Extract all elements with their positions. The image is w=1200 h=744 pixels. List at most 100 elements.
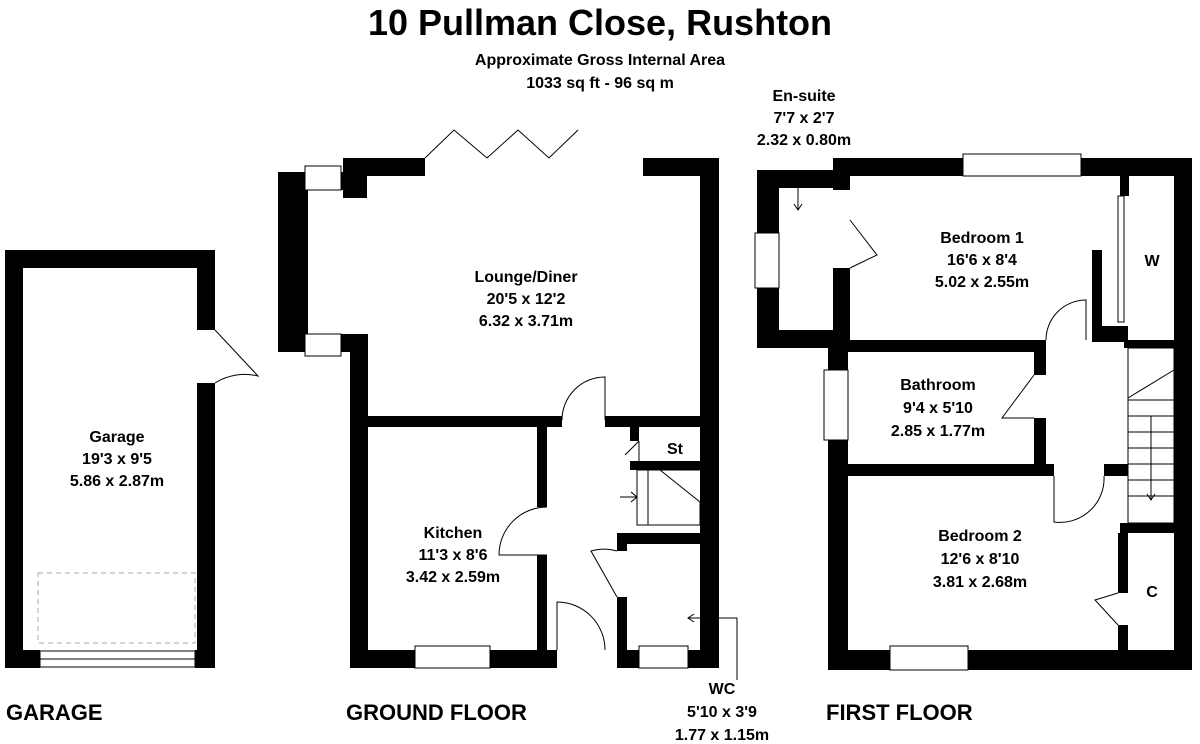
bathroom-wall-right-lower: [1034, 418, 1046, 476]
bedroom2-name: Bedroom 2: [938, 528, 1022, 545]
bedroom2-wall-bottom-left: [828, 650, 890, 670]
bay-window-bottom: [304, 333, 342, 357]
cupboard-wall-left-upper: [1118, 533, 1128, 593]
bifold-doors: [424, 129, 579, 159]
kitchen-wall-bottom-right: [490, 650, 557, 668]
lounge-metric: 6.32 x 3.71m: [479, 313, 573, 330]
ground-stairs: [636, 469, 702, 526]
area-caption: Approximate Gross Internal Area: [475, 52, 725, 69]
bedroom2-wall-bottom-right: [968, 650, 1192, 670]
store-door: [624, 440, 640, 461]
garage-wall-right-lower: [197, 383, 215, 668]
label-ensuite: En-suite 7'7 x 2'7 2.32 x 0.80m: [757, 88, 851, 149]
bedroom1-door: [1045, 299, 1087, 341]
kitchen-hall-wall-lower: [537, 555, 547, 668]
floor-label-garage: GARAGE: [6, 700, 103, 725]
floor-label-first: FIRST FLOOR: [826, 700, 973, 725]
bay-wall-left: [278, 172, 308, 352]
bedroom1-window: [962, 153, 1082, 177]
kitchen-imperial: 11'3 x 8'6: [418, 547, 487, 564]
bedroom1-bathroom-wall: [833, 340, 1046, 352]
wardrobe-label: W: [1144, 253, 1160, 270]
wc-wall-left-lower: [617, 597, 627, 668]
kitchen-door: [498, 506, 548, 556]
bedroom2-door: [1053, 475, 1105, 523]
kitchen-metric: 3.42 x 2.59m: [406, 569, 500, 586]
ground-wall-right: [700, 158, 719, 668]
bedroom2-window: [889, 645, 969, 671]
label-bathroom: Bathroom 9'4 x 5'10 2.85 x 1.77m: [891, 377, 985, 440]
bathroom-wall-right-upper: [1034, 340, 1046, 375]
ensuite-metric: 2.32 x 0.80m: [757, 132, 851, 149]
bathroom-name: Bathroom: [900, 377, 976, 394]
ensuite-door: [849, 219, 878, 269]
bedroom1-wall-top-left: [833, 158, 963, 176]
garage-wall-bottom-right: [195, 650, 215, 668]
ground-wall-left: [350, 334, 368, 668]
cupboard-wall-top: [1120, 523, 1192, 533]
wc-wall-bottom-right: [688, 650, 719, 668]
wardrobe-wall: [1120, 176, 1129, 196]
front-door: [556, 601, 606, 651]
bedroom2-imperial: 12'6 x 8'10: [941, 551, 1020, 568]
lounge-kitchen-wall: [350, 416, 562, 427]
kitchen-hall-wall-upper: [537, 427, 547, 507]
garage-wall-bottom-left: [5, 650, 40, 668]
store-label: St: [667, 441, 684, 458]
cupboard-wall-left-lower: [1118, 625, 1128, 655]
cupboard-label: C: [1146, 584, 1158, 601]
ensuite-name: En-suite: [772, 88, 835, 105]
ground-floor-plan: [278, 129, 738, 680]
bathroom-door: [1001, 374, 1035, 419]
label-bedroom2: Bedroom 2 12'6 x 8'10 3.81 x 2.68m: [933, 528, 1027, 591]
wardrobe-doors: [1117, 195, 1125, 323]
wc-name: WC: [709, 681, 736, 698]
ensuite-wall-right-lower: [833, 268, 850, 348]
wc-metric: 1.77 x 1.15m: [675, 727, 769, 744]
lounge-name: Lounge/Diner: [474, 269, 577, 286]
store-wall-left: [630, 427, 639, 441]
floor-label-ground: GROUND FLOOR: [346, 700, 527, 725]
bay-window-top: [304, 165, 342, 191]
bedroom1-wall-right: [1092, 250, 1102, 342]
garage-wall-left: [5, 250, 23, 668]
label-lounge: Lounge/Diner 20'5 x 12'2 6.32 x 3.71m: [474, 269, 577, 330]
first-floor-plan: [754, 153, 1192, 671]
lounge-hall-wall: [605, 416, 705, 427]
label-kitchen: Kitchen 11'3 x 8'6 3.42 x 2.59m: [406, 525, 500, 586]
wc-wall-top: [617, 533, 705, 544]
lounge-imperial: 20'5 x 12'2: [487, 291, 566, 308]
garage-wall-top: [5, 250, 215, 268]
kitchen-window: [414, 645, 491, 669]
garage-name: Garage: [89, 429, 144, 446]
bedroom2-metric: 3.81 x 2.68m: [933, 574, 1027, 591]
kitchen-name: Kitchen: [424, 525, 483, 542]
bathroom-bedroom2-wall: [828, 464, 1054, 476]
ensuite-imperial: 7'7 x 2'7: [774, 110, 835, 127]
wc-leader-line: [688, 617, 738, 680]
label-wc: WC 5'10 x 3'9 1.77 x 1.15m: [675, 681, 769, 744]
cupboard-door: [1094, 592, 1119, 626]
bathroom-window: [823, 369, 849, 441]
wc-wall-bottom-left: [617, 650, 639, 668]
bathroom-imperial: 9'4 x 5'10: [903, 400, 973, 417]
ensuite-wall-bottom: [757, 330, 850, 348]
ensuite-window: [754, 232, 780, 289]
garage-plan: [5, 250, 260, 668]
wc-imperial: 5'10 x 3'9: [687, 704, 757, 721]
store-wall-bottom: [630, 461, 705, 470]
garage-imperial: 19'3 x 9'5: [82, 451, 152, 468]
wc-door: [590, 548, 618, 598]
garage-metric: 5.86 x 2.87m: [70, 473, 164, 490]
lounge-wall-corner: [343, 158, 367, 198]
garage-parking-outline: [37, 572, 196, 644]
first-wall-right: [1174, 158, 1192, 668]
area-value: 1033 sq ft - 96 sq m: [526, 75, 674, 92]
bedroom1-imperial: 16'6 x 8'4: [947, 252, 1017, 269]
kitchen-wall-bottom-left: [350, 650, 415, 668]
wc-window: [638, 645, 689, 669]
ensuite-wall-top: [757, 170, 850, 188]
stair-wall-top: [1124, 340, 1192, 348]
garage-wall-right-upper: [197, 250, 215, 330]
bedroom1-name: Bedroom 1: [940, 230, 1024, 247]
